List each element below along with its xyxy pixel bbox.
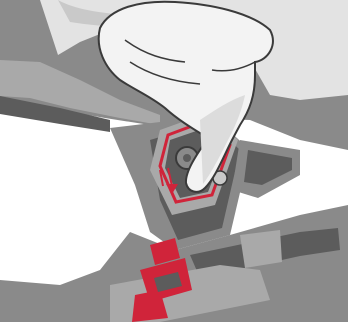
chin-strap-end <box>240 230 282 268</box>
release-button-dot <box>183 154 191 162</box>
